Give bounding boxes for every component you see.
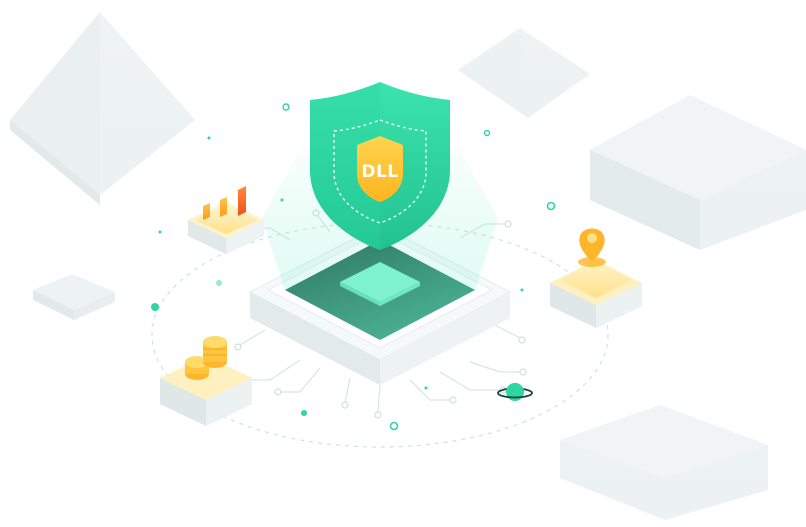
coins-icon xyxy=(185,336,227,380)
pin-cube xyxy=(550,228,642,328)
bar-chart-cube xyxy=(188,186,264,254)
decorative-dots xyxy=(151,103,556,431)
shield-label: DLL xyxy=(361,162,398,182)
pin-icon xyxy=(578,228,606,267)
coins-cube xyxy=(160,336,252,426)
background-shapes xyxy=(10,12,806,520)
bar-chart-icon xyxy=(203,186,246,220)
planet-icon xyxy=(497,383,533,401)
shield-icon: DLL xyxy=(310,82,450,250)
orbit-ring xyxy=(151,222,609,448)
